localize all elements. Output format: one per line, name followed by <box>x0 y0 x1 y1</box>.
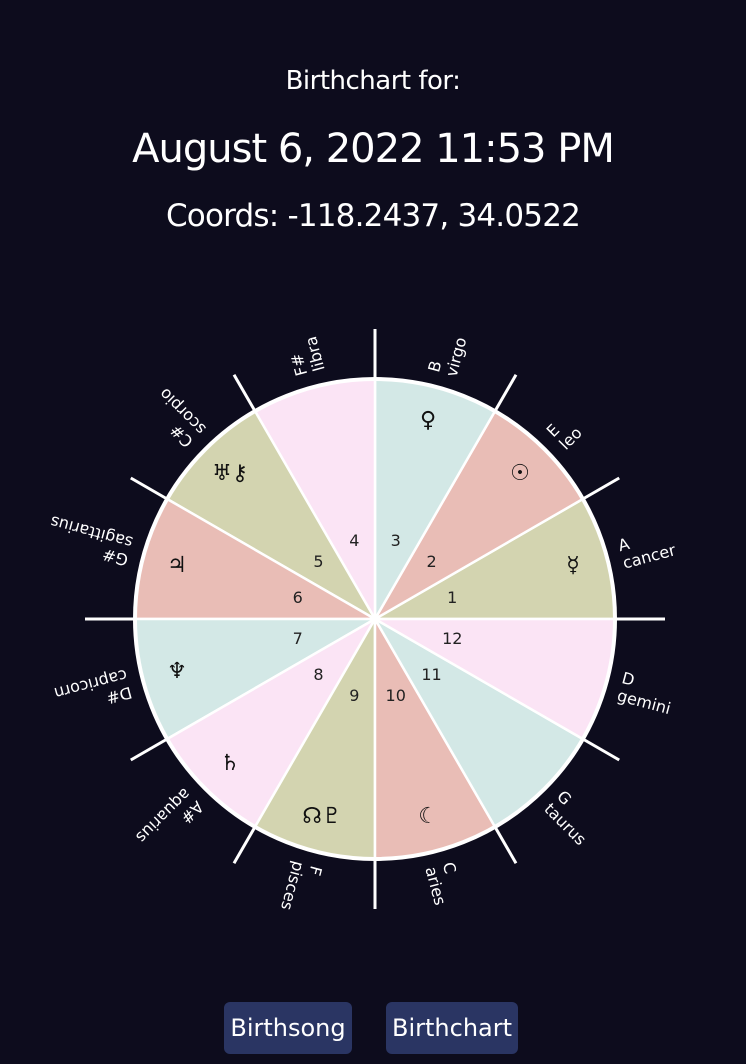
sign-label-capricorn: D#capricorn <box>52 665 134 707</box>
birthchart-subtitle: Birthchart for: <box>285 66 461 96</box>
cusp-line <box>582 737 620 762</box>
cusp-line <box>130 737 168 762</box>
sign-name: taurus <box>540 799 590 849</box>
sign-name: virgo <box>442 335 471 379</box>
house-number: 9 <box>349 686 359 705</box>
cusp-line <box>130 476 168 501</box>
sign-note: C <box>439 860 460 876</box>
cusp-line <box>493 374 518 412</box>
sign-label-scorpio: C#scorpio <box>155 384 209 451</box>
birthchart-button[interactable]: Birthchart <box>386 1002 518 1054</box>
house-number: 1 <box>447 588 457 607</box>
birth-datetime: August 6, 2022 11:53 PM <box>132 126 615 172</box>
house-number: 10 <box>386 686 406 705</box>
saturn-icon: ♄ <box>220 751 240 776</box>
sign-label-sagittarius: G#sagittarius <box>48 512 135 570</box>
house-number: 11 <box>421 665 441 684</box>
uranus-chiron-icon: ♅⚷ <box>212 461 248 486</box>
sun-icon: ☉ <box>510 461 530 486</box>
house-number: 12 <box>442 629 462 648</box>
jupiter-icon: ♃ <box>167 553 187 578</box>
sign-name: pisces <box>277 859 308 912</box>
house-number: 4 <box>349 531 359 550</box>
sign-name: gemini <box>615 686 673 718</box>
cusp-line <box>582 476 620 501</box>
moon-icon: ☾ <box>418 804 438 829</box>
sign-name: leo <box>555 423 585 453</box>
venus-icon: ♀ <box>420 408 436 433</box>
cusp-line <box>232 374 257 412</box>
sign-note: B <box>424 359 445 375</box>
cusp-line <box>232 826 257 864</box>
house-number: 8 <box>313 665 323 684</box>
sign-note: D <box>620 668 637 690</box>
sign-note: A <box>616 534 632 555</box>
birthsong-button[interactable]: Birthsong <box>224 1002 352 1054</box>
house-number: 3 <box>391 531 401 550</box>
house-number: 5 <box>313 552 323 571</box>
house-number: 2 <box>426 552 436 571</box>
sign-label-aquarius: A#aquarius <box>132 784 207 847</box>
neptune-icon: ♆ <box>167 659 187 684</box>
sign-label-libra: F#libra <box>287 334 329 378</box>
mercury-icon: ☿ <box>566 553 580 578</box>
cusp-line <box>493 826 518 864</box>
node-pluto-icon: ☊♇ <box>302 804 341 829</box>
house-number: 6 <box>293 588 303 607</box>
house-number: 7 <box>293 629 303 648</box>
sign-name: sagittarius <box>48 512 135 552</box>
birth-coordinates: Coords: -118.2437, 34.0522 <box>165 198 581 234</box>
